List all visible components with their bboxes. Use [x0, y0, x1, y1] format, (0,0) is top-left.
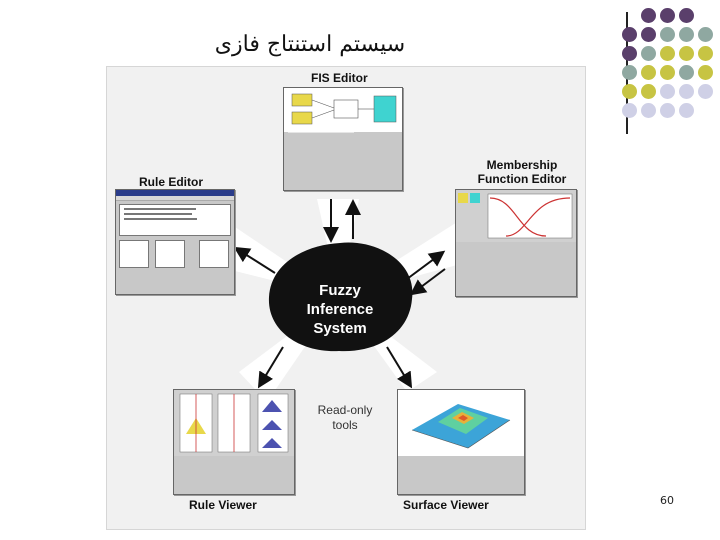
rule-editor-label: Rule Editor	[139, 175, 204, 189]
rule-viewer-label: Rule Viewer	[189, 498, 257, 512]
arrow	[409, 268, 446, 296]
readonly-line1: Read-only	[317, 403, 373, 417]
dot	[641, 27, 656, 42]
output-list	[199, 240, 229, 268]
rule-selectors	[119, 240, 231, 268]
rule-line	[124, 208, 196, 210]
dot	[698, 84, 713, 99]
rule-viewer-window	[173, 389, 295, 495]
fis-structure-graphic	[284, 88, 402, 132]
rules-list	[119, 204, 231, 236]
center-line1: Fuzzy	[319, 282, 361, 299]
center-line2: Inference	[306, 301, 374, 318]
dot	[641, 46, 656, 61]
surface-plot-graphic	[398, 390, 524, 456]
rule-line	[124, 213, 193, 215]
membership-label-line1: Membership	[486, 158, 558, 172]
membership-editor-label: Membership Function Editor	[467, 158, 577, 186]
dot	[660, 8, 675, 23]
slide-title: سیستم استنتاج فازی	[214, 32, 406, 57]
membership-plot-graphic	[456, 190, 576, 242]
dot	[660, 84, 675, 99]
window-menubar	[116, 196, 234, 201]
fuzzy-inference-system-label: Fuzzy Inference System	[287, 281, 393, 338]
center-blob	[268, 242, 413, 352]
readonly-tools-label: Read-only tools	[303, 403, 387, 433]
dot	[622, 27, 637, 42]
dot	[679, 46, 694, 61]
arrow	[386, 346, 413, 389]
arrow	[233, 246, 276, 274]
dot	[641, 84, 656, 99]
arrow	[257, 346, 284, 389]
dot	[622, 84, 637, 99]
dot	[641, 65, 656, 80]
readonly-line2: tools	[332, 418, 358, 432]
dot	[622, 65, 637, 80]
window-titlebar	[116, 190, 234, 196]
arrow	[406, 250, 446, 280]
fis-editor-label: FIS Editor	[311, 71, 368, 85]
dot	[679, 8, 694, 23]
rule-viewer-graphic	[174, 390, 294, 456]
surface-viewer-window	[397, 389, 525, 495]
fis-editor-window	[283, 87, 403, 191]
dot	[679, 27, 694, 42]
dot	[698, 27, 713, 42]
surface-viewer-label: Surface Viewer	[403, 498, 489, 512]
dot	[698, 65, 713, 80]
membership-label-line2: Function Editor	[477, 172, 567, 186]
dot	[622, 46, 637, 61]
membership-editor-window	[455, 189, 577, 297]
rule-line	[124, 218, 197, 220]
center-line3: System	[313, 320, 367, 337]
dot	[660, 65, 675, 80]
dot	[660, 27, 675, 42]
dot	[679, 103, 694, 118]
fis-diagram: FIS Editor Membership Function Editor Ru…	[106, 66, 586, 530]
rule-editor-window	[115, 189, 235, 295]
input-list	[119, 240, 149, 268]
dot	[679, 84, 694, 99]
dot	[698, 46, 713, 61]
dot	[622, 103, 637, 118]
input-list	[155, 240, 185, 268]
dot	[641, 103, 656, 118]
page-number: 60	[660, 494, 674, 507]
diagram-graphics	[219, 199, 479, 402]
dot	[660, 46, 675, 61]
dot	[660, 103, 675, 118]
dot	[679, 65, 694, 80]
dot	[641, 8, 656, 23]
